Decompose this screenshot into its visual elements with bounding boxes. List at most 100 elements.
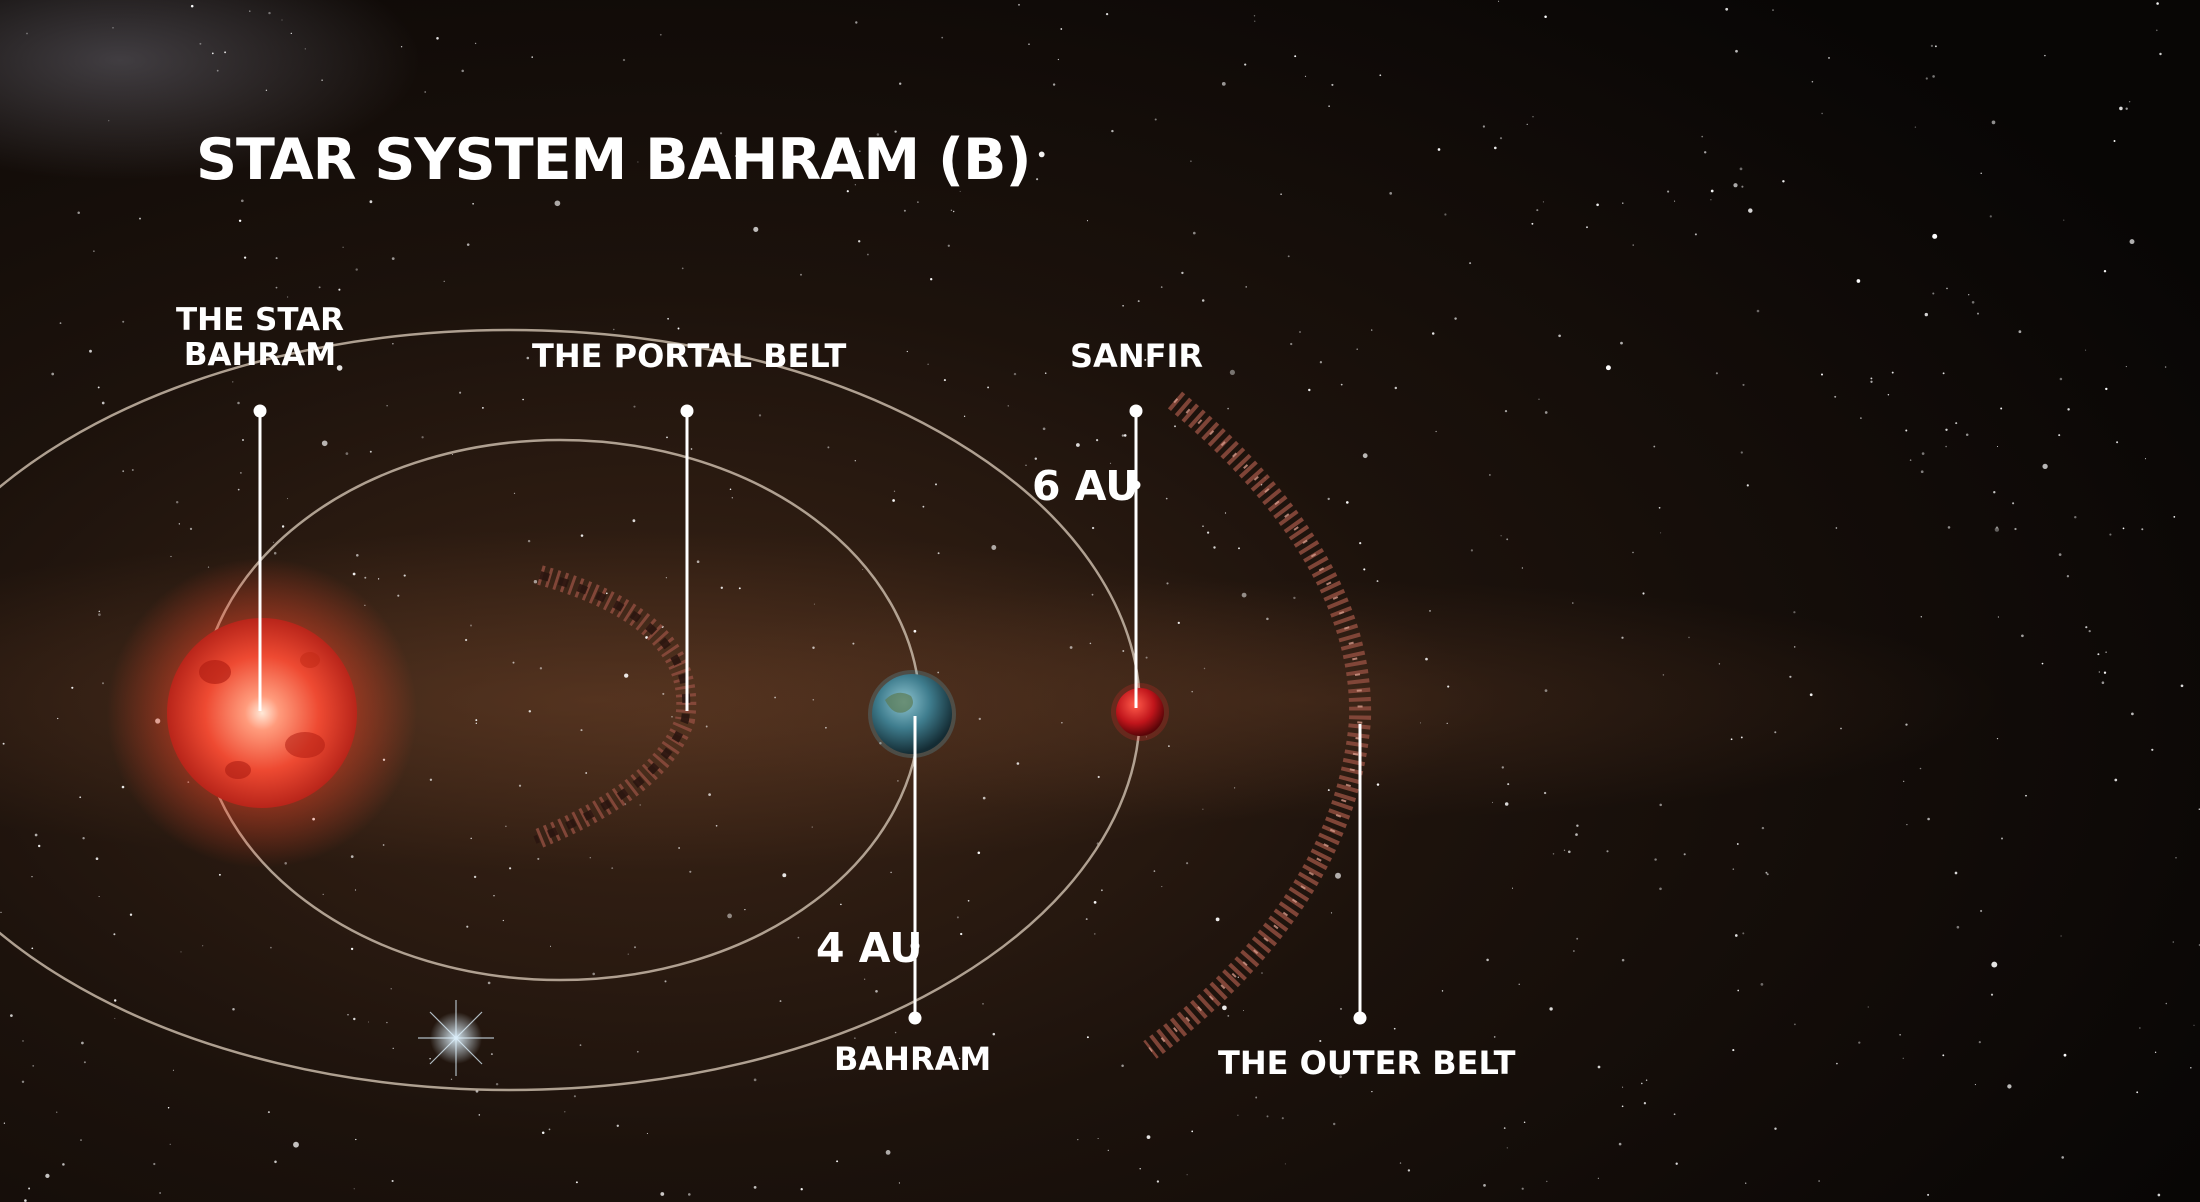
background-star <box>321 79 323 81</box>
background-star <box>533 580 538 584</box>
outer-belt <box>1143 391 1372 1059</box>
background-star <box>2097 653 2100 656</box>
background-star <box>392 1047 394 1049</box>
background-star <box>429 1058 431 1060</box>
background-star <box>1621 958 1625 962</box>
background-star <box>1007 405 1009 407</box>
background-star <box>1089 642 1092 645</box>
background-star <box>1675 1162 1678 1165</box>
star-bahram <box>107 558 417 868</box>
background-star <box>1997 616 1999 618</box>
background-star <box>281 525 285 528</box>
background-star <box>1683 853 1686 856</box>
background-star <box>2103 671 2107 674</box>
background-star <box>353 1017 356 1021</box>
background-star <box>24 1199 27 1202</box>
background-star <box>527 539 531 543</box>
background-star <box>1435 430 1437 433</box>
background-star <box>1544 689 1548 692</box>
background-star <box>1597 1177 1599 1179</box>
background-star <box>1643 1102 1647 1105</box>
background-star <box>336 365 343 371</box>
background-star <box>1622 202 1624 204</box>
background-star <box>473 875 477 879</box>
background-star <box>1429 610 1431 612</box>
background-star <box>687 1193 691 1196</box>
background-star <box>827 446 830 449</box>
background-star <box>1280 193 1282 195</box>
background-star <box>1192 231 1196 235</box>
background-star <box>774 696 777 699</box>
background-star <box>1774 1127 1777 1130</box>
background-star <box>1215 917 1220 922</box>
background-star <box>1097 775 1100 779</box>
background-star <box>318 286 321 289</box>
background-star <box>424 91 427 93</box>
background-star <box>1914 126 1917 128</box>
background-star <box>1156 1180 1160 1183</box>
background-star <box>1544 15 1547 19</box>
background-star <box>753 226 759 232</box>
background-star <box>1835 527 1838 529</box>
background-star <box>290 32 292 35</box>
background-star <box>1558 334 1561 338</box>
background-star <box>114 1017 116 1019</box>
background-star <box>1242 1009 1245 1012</box>
background-star <box>2085 349 2087 351</box>
background-star <box>1255 1096 1258 1099</box>
tick-dot-4au <box>910 941 920 951</box>
background-star <box>1339 1075 1342 1079</box>
background-star <box>1733 183 1738 188</box>
background-star <box>1945 445 1947 448</box>
background-star <box>1493 1036 1496 1038</box>
background-star <box>502 919 504 922</box>
background-star <box>1233 787 1236 789</box>
background-star <box>98 613 101 616</box>
background-star <box>906 350 908 353</box>
background-star <box>1573 950 1575 952</box>
background-star <box>474 42 477 45</box>
background-star <box>1177 621 1180 625</box>
callout-lines <box>253 404 1367 1025</box>
background-star <box>1567 850 1571 854</box>
background-star <box>509 867 512 870</box>
background-star <box>470 624 472 627</box>
background-star <box>2159 52 2162 56</box>
background-star <box>2190 1066 2192 1069</box>
background-star <box>218 873 221 876</box>
background-star <box>913 629 917 633</box>
background-star <box>2059 377 2063 381</box>
background-star <box>1919 767 1922 770</box>
background-star <box>1531 222 1534 225</box>
background-star <box>662 692 665 695</box>
background-star <box>490 1053 493 1056</box>
background-star <box>436 37 439 40</box>
background-star <box>1139 1167 1141 1170</box>
label-the-star-line2: BAHRAM <box>183 337 337 373</box>
background-star <box>1925 77 1928 80</box>
background-star <box>854 1037 856 1039</box>
background-star <box>1486 958 1489 962</box>
planet-bahram <box>868 670 956 758</box>
background-star <box>1654 858 1657 861</box>
background-star <box>1523 1121 1526 1124</box>
background-star <box>1836 1062 1838 1065</box>
background-star <box>1221 82 1226 86</box>
background-star <box>1096 439 1099 442</box>
background-star <box>1756 309 1760 313</box>
background-star <box>719 132 723 135</box>
background-star <box>1660 532 1662 534</box>
background-star <box>675 164 678 167</box>
background-star <box>1085 918 1088 921</box>
background-star <box>2067 408 2070 411</box>
background-star <box>1989 215 1992 218</box>
background-star <box>1739 167 1743 171</box>
background-star <box>56 1111 58 1113</box>
background-star <box>2058 553 2062 556</box>
background-star <box>1921 452 1925 455</box>
background-star <box>62 1163 65 1166</box>
background-star <box>1191 690 1193 693</box>
background-star <box>270 946 272 949</box>
background-star <box>622 58 626 62</box>
background-star <box>2113 140 2116 142</box>
